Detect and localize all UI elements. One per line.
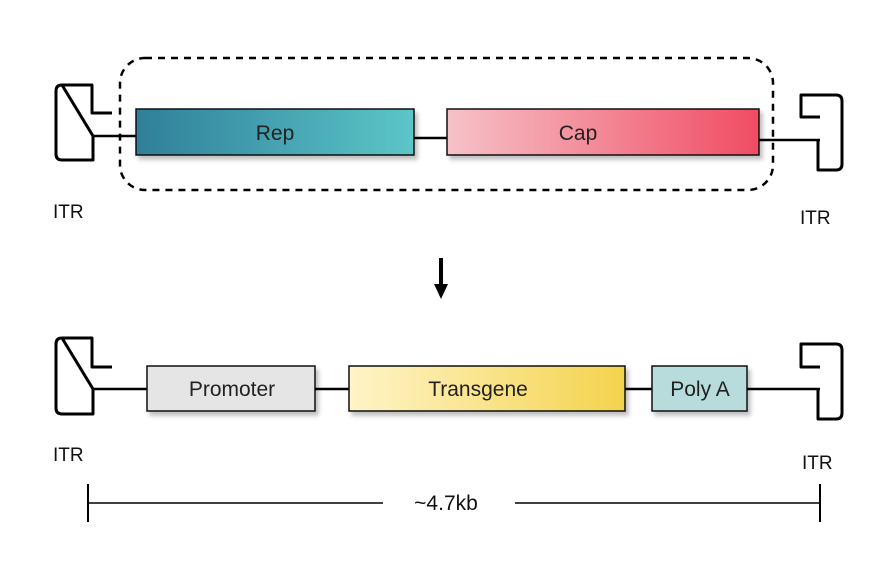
transgene-label: Transgene (428, 378, 528, 401)
right-itr-top-shape (799, 93, 844, 172)
bottom-right-itr-label: ITR (802, 453, 833, 474)
polya-label: Poly A (670, 378, 730, 401)
left-itr-top-shape (54, 83, 112, 162)
recombinant-construct: Promoter Transgene Poly A ITR ITR (53, 336, 844, 474)
cap-gene-box (446, 108, 760, 156)
rep-gene-box (135, 108, 415, 156)
bottom-left-itr-label: ITR (53, 445, 84, 466)
right-itr-bottom-shape (799, 342, 844, 421)
transgene-box (348, 365, 626, 412)
down-arrow-icon (434, 258, 448, 299)
size-label: ~4.7kb (414, 492, 478, 515)
left-itr-bottom-shape (54, 336, 112, 416)
size-scale-bar: ~4.7kb (87, 484, 821, 522)
rep-cap-dashed-enclosure (118, 56, 775, 192)
top-right-itr-label: ITR (800, 208, 831, 229)
polya-box (651, 365, 748, 412)
rep-gene-label: Rep (256, 122, 295, 145)
cap-gene-label: Cap (559, 122, 598, 145)
top-left-itr-label: ITR (53, 202, 84, 223)
promoter-label: Promoter (189, 378, 275, 401)
wild-type-construct: Rep Cap ITR ITR (53, 56, 844, 229)
